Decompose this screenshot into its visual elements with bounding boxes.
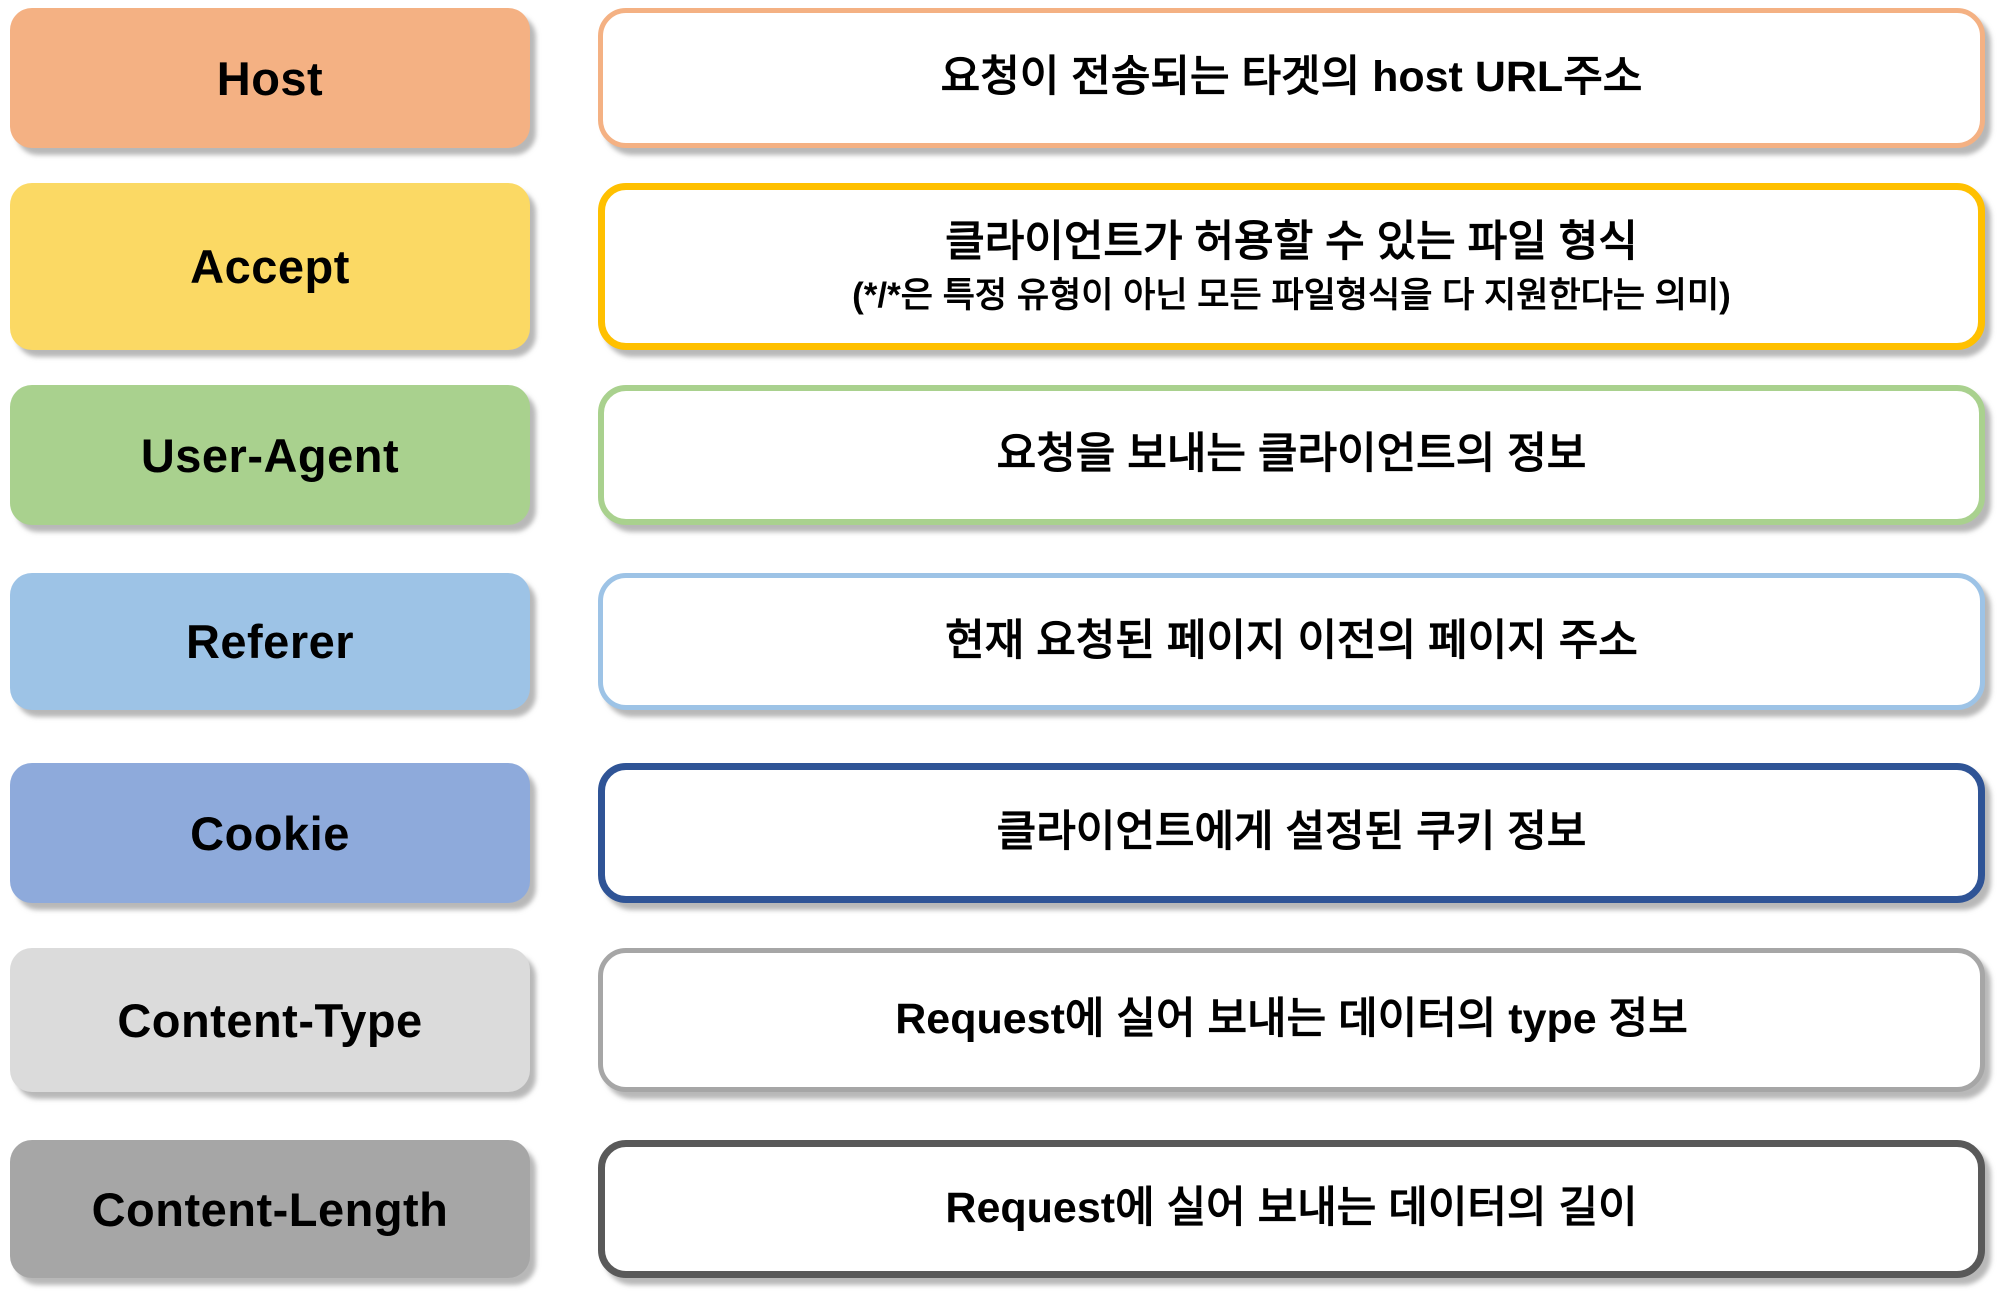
header-row-host: Host 요청이 전송되는 타겟의 host URL주소 xyxy=(10,8,1985,148)
header-label-box-referer: Referer xyxy=(10,573,530,710)
header-description-box-user-agent: 요청을 보내는 클라이언트의 정보 xyxy=(598,385,1985,525)
header-description-box-host: 요청이 전송되는 타겟의 host URL주소 xyxy=(598,8,1985,148)
header-description-sub: (*/*은 특정 유형이 아닌 모든 파일형식을 다 지원한다는 의미) xyxy=(852,275,1731,315)
header-description-box-content-length: Request에 실어 보내는 데이터의 길이 xyxy=(598,1140,1985,1278)
header-row-cookie: Cookie 클라이언트에게 설정된 쿠키 정보 xyxy=(10,763,1985,903)
header-label-box-content-type: Content-Type xyxy=(10,948,530,1092)
header-description-box-referer: 현재 요청된 페이지 이전의 페이지 주소 xyxy=(598,573,1985,710)
header-description: 클라이언트에게 설정된 쿠키 정보 xyxy=(996,808,1587,857)
header-name: User-Agent xyxy=(140,428,400,482)
header-description: 요청이 전송되는 타겟의 host URL주소 xyxy=(940,53,1643,102)
header-description: Request에 실어 보내는 데이터의 길이 xyxy=(945,1184,1638,1233)
header-row-user-agent: User-Agent 요청을 보내는 클라이언트의 정보 xyxy=(10,385,1985,525)
header-description: 현재 요청된 페이지 이전의 페이지 주소 xyxy=(945,616,1638,665)
header-row-content-type: Content-Type Request에 실어 보내는 데이터의 type 정… xyxy=(10,948,1985,1092)
header-name: Referer xyxy=(185,615,355,668)
header-description: 요청을 보내는 클라이언트의 정보 xyxy=(996,430,1587,479)
header-label-box-content-length: Content-Length xyxy=(10,1140,530,1278)
header-row-accept: Accept 클라이언트가 허용할 수 있는 파일 형식 (*/*은 특정 유형… xyxy=(10,183,1985,350)
header-label-box-host: Host xyxy=(10,8,530,148)
header-row-referer: Referer 현재 요청된 페이지 이전의 페이지 주소 xyxy=(10,573,1985,710)
header-name: Content-Type xyxy=(117,993,423,1047)
header-name: Accept xyxy=(190,240,350,293)
header-description: Request에 실어 보내는 데이터의 type 정보 xyxy=(895,995,1688,1044)
header-name: Cookie xyxy=(190,806,350,860)
header-description-box-cookie: 클라이언트에게 설정된 쿠키 정보 xyxy=(598,763,1985,903)
header-description-box-accept: 클라이언트가 허용할 수 있는 파일 형식 (*/*은 특정 유형이 아닌 모든… xyxy=(598,183,1985,350)
header-description: 클라이언트가 허용할 수 있는 파일 형식 xyxy=(945,217,1638,266)
header-name: Host xyxy=(216,51,324,105)
header-row-content-length: Content-Length Request에 실어 보내는 데이터의 길이 xyxy=(10,1140,1985,1278)
header-label-box-user-agent: User-Agent xyxy=(10,385,530,525)
header-label-box-cookie: Cookie xyxy=(10,763,530,903)
header-name: Content-Length xyxy=(91,1182,449,1236)
header-label-box-accept: Accept xyxy=(10,183,530,350)
header-description-box-content-type: Request에 실어 보내는 데이터의 type 정보 xyxy=(598,948,1985,1092)
